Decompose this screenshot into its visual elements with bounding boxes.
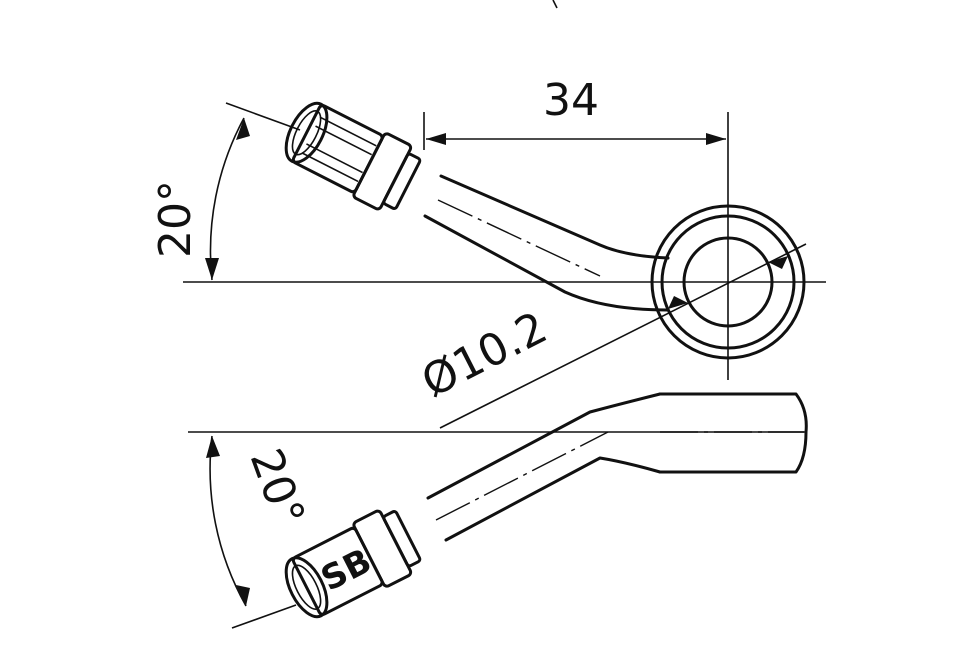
tube-centerline-top (437, 199, 601, 277)
top-view: 20° 34 (150, 75, 826, 380)
angle-label-top: 20° (150, 180, 201, 258)
dim-label-length: 34 (543, 75, 599, 126)
angle-extension-line-top (225, 102, 301, 131)
dim-arrow-right (706, 133, 726, 145)
angle-extension-line-bottom (231, 604, 297, 629)
tube-bottom-upper-edge (426, 392, 662, 500)
diameter-leader-line (439, 243, 807, 429)
diameter-label: Ø10.2 (414, 302, 555, 408)
angle-label-bottom: 20° (240, 442, 315, 533)
tube-bottom-lower-edge (444, 456, 662, 542)
banjo-eye-outer (650, 204, 806, 360)
diameter-arrow-upper (768, 256, 788, 269)
dim-arrow-left (426, 133, 446, 145)
angle-arc-top (209, 117, 245, 281)
ferrule-top-ring (382, 152, 422, 210)
angle-arrow-bottom-lower (236, 585, 250, 606)
angle-arrow-bottom-upper (206, 436, 220, 458)
bottom-view: 20° SB (188, 392, 808, 629)
tube-centerline-bottom (435, 431, 609, 521)
diameter-dimension: Ø10.2 (414, 243, 807, 429)
eye-side-profile (658, 392, 808, 474)
tube-upper-edge (439, 174, 670, 260)
angle-arrow-top-upper (236, 118, 250, 140)
angle-arrow-top-lower (205, 258, 219, 280)
tube-lower-edge (423, 214, 670, 312)
ferrule-bottom-ring (382, 510, 422, 568)
banjo-eye-bore (682, 236, 774, 328)
diameter-arrow-lower (668, 296, 688, 309)
ferrule-top (284, 101, 422, 211)
ferrule-top-opening (284, 101, 329, 164)
banjo-eye-outer-rim (660, 214, 796, 350)
ferrule-bottom-opening (284, 556, 329, 619)
stray-mark (552, 0, 558, 9)
ferrule-bottom: SB (284, 509, 422, 619)
